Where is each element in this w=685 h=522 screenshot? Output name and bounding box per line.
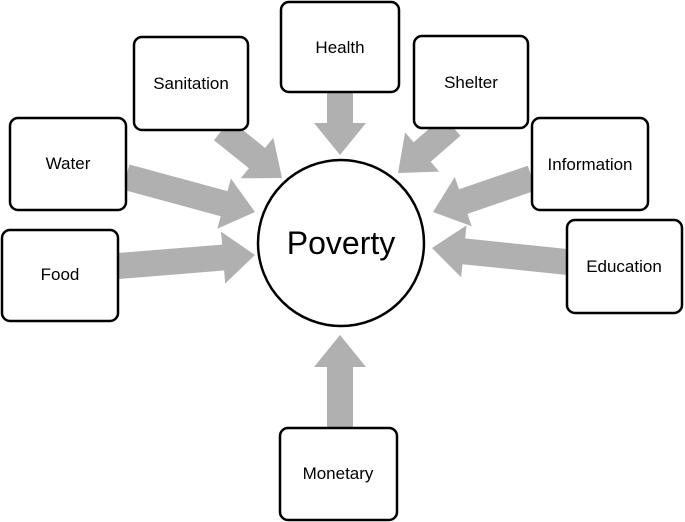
node-information: Information (530, 116, 650, 212)
education-box (565, 218, 684, 315)
shelter-box (412, 34, 530, 130)
food-box (0, 228, 120, 323)
sanitation-label: Sanitation (153, 74, 229, 93)
information-label: Information (547, 155, 632, 174)
water-arrow (122, 164, 255, 229)
shelter-label: Shelter (444, 73, 498, 92)
water-label: Water (46, 154, 91, 173)
health-label: Health (315, 38, 364, 57)
information-box (530, 116, 650, 212)
arrows-layer (117, 92, 569, 428)
node-shelter: Shelter (412, 34, 530, 130)
information-arrow (433, 165, 537, 227)
monetary-label: Monetary (303, 464, 374, 483)
node-monetary: Monetary (278, 426, 399, 522)
health-box (279, 0, 401, 94)
sanitation-arrow (213, 119, 282, 179)
center-node: Poverty (256, 158, 426, 328)
education-label: Education (586, 257, 662, 276)
node-water: Water (8, 116, 128, 212)
food-arrow (117, 231, 255, 284)
node-education: Education (565, 218, 684, 315)
poverty-label: Poverty (287, 225, 395, 261)
node-health: Health (279, 0, 401, 94)
food-label: Food (41, 265, 80, 284)
poverty-circle (256, 158, 426, 328)
shelter-arrow (398, 116, 461, 173)
node-food: Food (0, 228, 120, 323)
sanitation-box (132, 35, 250, 132)
monetary-box (278, 426, 399, 522)
node-sanitation: Sanitation (132, 35, 250, 132)
education-arrow (432, 225, 569, 278)
monetary-arrow (314, 335, 366, 428)
health-arrow (314, 92, 366, 155)
water-box (8, 116, 128, 212)
